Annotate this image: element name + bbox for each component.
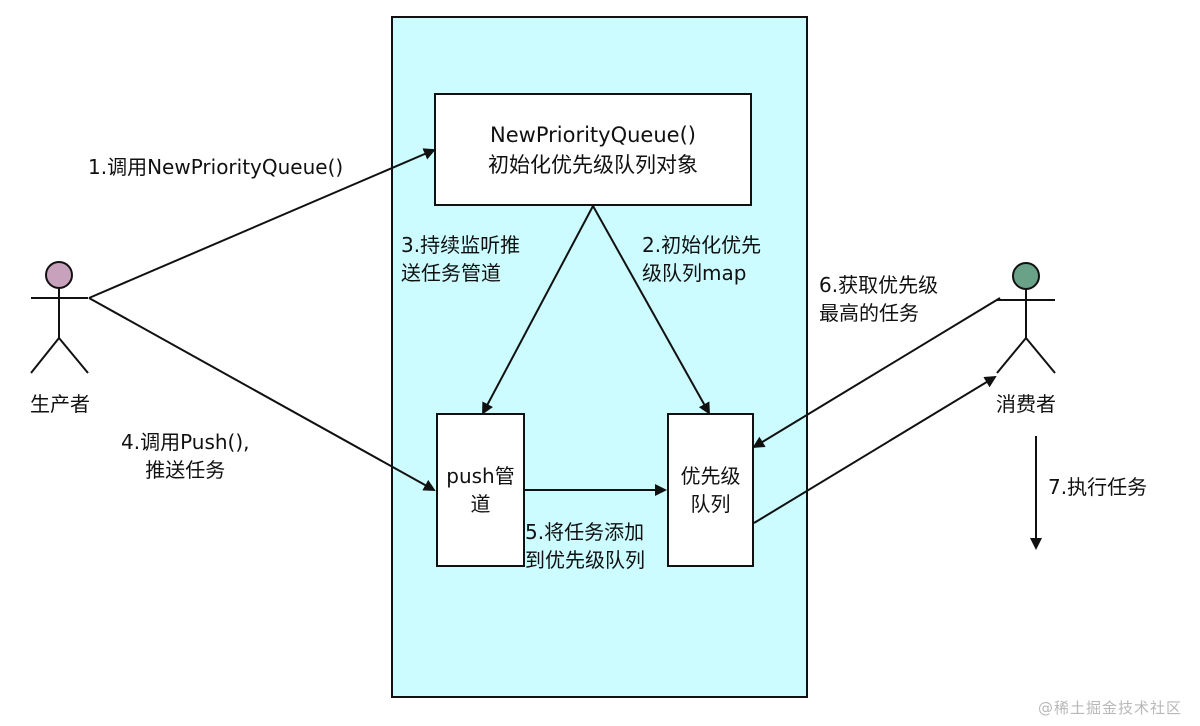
- consumer-right-leg: [1025, 337, 1056, 374]
- arrow-init-to-queue: [592, 205, 710, 415]
- watermark-text: @稀土掘金技术社区: [1037, 699, 1182, 717]
- arrow-consumer-to-queue: [752, 297, 1001, 449]
- producer-right-leg: [58, 337, 89, 374]
- arrow-producer-to-init: [88, 148, 436, 299]
- producer-label: 生产者: [30, 392, 90, 416]
- consumer-left-leg: [996, 337, 1027, 374]
- step-5-label: 5.将任务添加 到优先级队列: [525, 520, 645, 572]
- arrow-producer-to-push: [88, 297, 436, 491]
- step-7-label: 7.执行任务: [1048, 475, 1148, 499]
- arrow-init-to-push: [482, 205, 594, 415]
- consumer-head-icon: [1012, 262, 1040, 290]
- step-6-label: 6.获取优先级 最高的任务: [819, 273, 939, 325]
- step-2-label: 2.初始化优先 级队列map: [642, 233, 762, 285]
- step-4-label: 4.调用Push(), 推送任务: [121, 430, 250, 482]
- producer-left-leg: [30, 337, 60, 374]
- consumer-label: 消费者: [996, 392, 1056, 416]
- push-channel-box: push管 道: [436, 413, 525, 567]
- step-1-label: 1.调用NewPriorityQueue(): [88, 155, 344, 179]
- new-priority-queue-box: NewPriorityQueue() 初始化优先级队列对象: [434, 93, 752, 206]
- producer-actor: [30, 261, 89, 374]
- arrow-queue-to-consumer: [753, 375, 997, 524]
- priority-queue-box: 优先级 队列: [667, 413, 754, 567]
- producer-head-icon: [45, 261, 73, 289]
- step-3-label: 3.持续监听推 送任务管道: [401, 233, 521, 285]
- consumer-actor: [996, 262, 1056, 374]
